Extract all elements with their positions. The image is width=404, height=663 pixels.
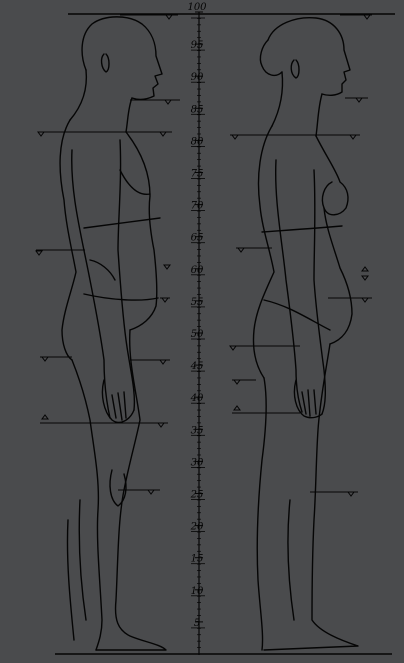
male-figure <box>60 17 166 650</box>
scale-label: 60 <box>191 265 204 276</box>
scale-label: 95 <box>191 40 204 51</box>
scale-label: 40 <box>190 393 204 404</box>
female-figure <box>253 18 358 650</box>
male-measure-lines <box>36 15 180 490</box>
scale-label: 30 <box>191 457 204 468</box>
scale-label: 25 <box>190 490 204 501</box>
scale-label: 75 <box>191 169 204 180</box>
scale-label: 50 <box>191 329 204 340</box>
scale-label: 80 <box>191 136 204 147</box>
scale-label: 55 <box>191 297 204 308</box>
scale-label: 45 <box>190 361 204 372</box>
scale-label: 70 <box>191 201 204 212</box>
scale-label: 5 <box>194 618 200 629</box>
scale-label: 35 <box>191 425 204 436</box>
scale-label: 90 <box>191 72 204 83</box>
scale-label: 65 <box>191 233 204 244</box>
scale-label: 85 <box>191 104 204 115</box>
scale-label: 10 <box>191 586 204 597</box>
height-scale: 100 95 90 85 80 75 70 65 60 55 50 45 40 35 30 25 20 15 10 5 <box>187 2 207 648</box>
female-measure-lines <box>230 15 372 492</box>
scale-label: 100 <box>187 2 207 13</box>
scale-label: 20 <box>190 522 204 533</box>
scale-label: 15 <box>191 554 204 565</box>
